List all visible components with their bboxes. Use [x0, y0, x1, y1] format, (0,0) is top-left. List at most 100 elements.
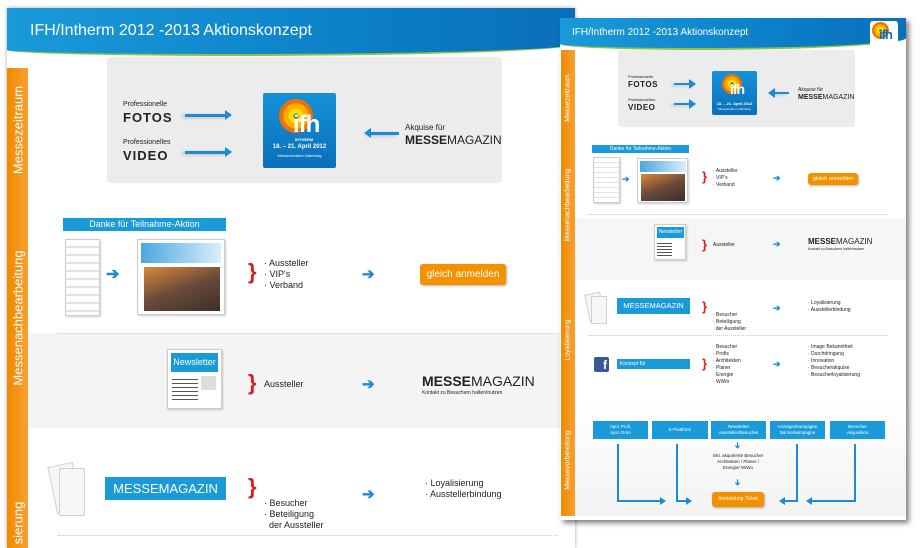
messemagazin-subtitle: Kontakt zu Besuchern halten/nutzen [422, 390, 503, 396]
arrow-right-icon [674, 99, 696, 109]
target-list: · Besucher· Beteiligung der Aussteller [713, 312, 747, 332]
logo-rings-icon [279, 99, 313, 133]
messemagazin-text: MESSEMAGAZIN [405, 133, 502, 147]
flow-arrow-icon [617, 444, 666, 505]
messemagazin-text: MESSEMAGAZIN [798, 94, 855, 101]
foto-label: FOTOS [123, 110, 173, 125]
channel-box-apro: Apro Profi,Apro Grün [593, 421, 648, 439]
fb-result-list: · Image Bekanntheit· Durchdringung· Inno… [808, 344, 860, 378]
akquise-label: Akquise für [405, 123, 446, 132]
arrow-right-icon [185, 147, 232, 157]
flow-arrow-icon [806, 444, 856, 505]
event-photo-thumbnail [137, 239, 225, 315]
arrow-right-icon: ➔ [773, 239, 781, 249]
arrow-left-icon [768, 88, 789, 98]
foto-label-small: Professionelle [123, 101, 167, 108]
video-label: VIDEO [123, 148, 169, 163]
magazine-sheet-icon [591, 296, 607, 324]
result-list: · Loyalisierung· Ausstellerbindung [808, 300, 851, 313]
mailing-thumbnail [593, 157, 620, 203]
mailing-thumbnail [65, 239, 100, 316]
brace-icon: } [248, 370, 257, 395]
section-band [28, 333, 575, 428]
divider [588, 335, 888, 336]
messemagazin-box: MESSEMAGAZIN [617, 298, 690, 314]
header-logo: ifh [870, 21, 898, 48]
video-label-small: Professionelles [628, 97, 656, 102]
facebook-icon: f [594, 357, 609, 372]
arrow-left-icon [364, 128, 399, 138]
logo-rings-icon [872, 22, 889, 39]
section-label-messevorbereitung: Messevorbereitung [564, 430, 572, 490]
video-label-small: Professionelles [123, 139, 171, 146]
arrow-right-icon: ➔ [622, 174, 630, 184]
flow-arrow-icon [676, 444, 692, 505]
foto-label-small: Professionelle [628, 74, 654, 79]
brace-icon: } [702, 169, 708, 184]
messemagazin-subtitle: Kontakt zu Besuchern halten/nutzen [808, 247, 865, 251]
slide-title: IFH/Intherm 2012 -2013 Aktionskonzept [572, 27, 749, 38]
newsletter-thumbnail: Newsletter [654, 224, 686, 260]
section-label-messezeitraum: Messezeitraum [10, 85, 26, 175]
section-label-messezeitraum: Messezeitraum [564, 74, 572, 122]
section-sidebar: Messezeitraum Messenachbearbeitung Loyal… [561, 50, 575, 516]
arrow-right-icon: ➔ [362, 266, 375, 283]
arrow-down-icon: ➔ [732, 479, 742, 486]
logo-sub: INTHERM [295, 137, 314, 142]
brace-icon: } [702, 356, 708, 371]
logo-rings-icon [722, 74, 742, 94]
messemagazin-logo: MESSEMAGAZIN [422, 373, 535, 389]
target-list: · Aussteller· VIP's· Verband [264, 258, 309, 290]
foto-label: FOTOS [628, 80, 658, 89]
newsletter-target: Aussteller [713, 242, 735, 248]
brace-icon: } [248, 474, 257, 499]
slide-title: IFH/Intherm 2012 -2013 Aktionskonzept [30, 22, 312, 39]
section-label-loyalisierung: Loyalisierung [564, 319, 572, 361]
section-label-messenachbearbeitung: Messenachbearbeitung [564, 168, 572, 242]
newsletter-target: Aussteller [264, 379, 304, 389]
slide-header: IFH/Intherm 2012 -2013 Aktionskonzept [7, 8, 575, 56]
brace-icon: } [702, 299, 708, 314]
arrow-right-icon: ➔ [106, 266, 120, 283]
newsletter-label: Newsletter [171, 353, 218, 372]
logo-text: ifh [293, 111, 320, 138]
ifh-logo: ifh INTHERM 18. – 21. April 2012 Messeze… [263, 93, 336, 168]
arrow-right-icon: ➔ [362, 376, 375, 393]
section-label-loyalisierung: sierung [10, 501, 26, 545]
arrow-right-icon: ➔ [773, 359, 781, 369]
akquise-label: Akquise für [798, 87, 824, 93]
divider [58, 333, 558, 334]
messemagazin-logo: MESSEMAGAZIN [808, 237, 873, 246]
messemagazin-box: MESSEMAGAZIN [105, 477, 226, 500]
magazine-sheet-icon [59, 468, 85, 516]
target-list: · Besucher· Beteiligung der Aussteller [264, 498, 324, 530]
section-band [575, 218, 906, 280]
arrow-right-icon [185, 110, 232, 120]
slide-large: IFH/Intherm 2012 -2013 Aktionskonzept Me… [7, 8, 575, 548]
logo-dates: 18. – 21. April 2012 [272, 144, 327, 150]
slide-header: IFH/Intherm 2012 -2013 Aktionskonzept [560, 18, 906, 50]
gleich-anmelden-button[interactable]: gleich anmelden [808, 173, 858, 185]
section-sidebar: Messezeitraum Messenachbearbeitung sieru… [7, 68, 28, 548]
channel-box-eplattform: E-Plattform [652, 421, 708, 439]
arrow-right-icon: ➔ [773, 303, 781, 313]
section-label-messenachbearbeitung: Messenachbearbeitung [10, 250, 26, 386]
divider [588, 214, 888, 215]
brace-icon: } [248, 259, 257, 284]
danke-banner: Danke für Teilnahme-Aktion [63, 218, 226, 231]
anmeldung-ticket-button[interactable]: Anmeldung Ticket [712, 492, 764, 507]
newsletter-thumbnail: Newsletter [167, 349, 222, 409]
logo-venue: Messezentrum Nürnberg [277, 153, 322, 158]
video-label: VIDEO [628, 103, 656, 112]
arrow-down-icon: ➔ [732, 442, 742, 449]
ifh-logo: ifh 18. – 21. April 2012 Messezentrum Nü… [712, 71, 757, 115]
fb-target-list: · Besucher· Profis· Architekten· Planer·… [713, 344, 741, 385]
target-list: · Aussteller· VIP's· Verband [713, 168, 738, 188]
gleich-anmelden-button[interactable]: gleich anmelden [420, 264, 506, 285]
arrow-right-icon: ➔ [362, 486, 375, 503]
arrow-right-icon: ➔ [773, 173, 781, 183]
